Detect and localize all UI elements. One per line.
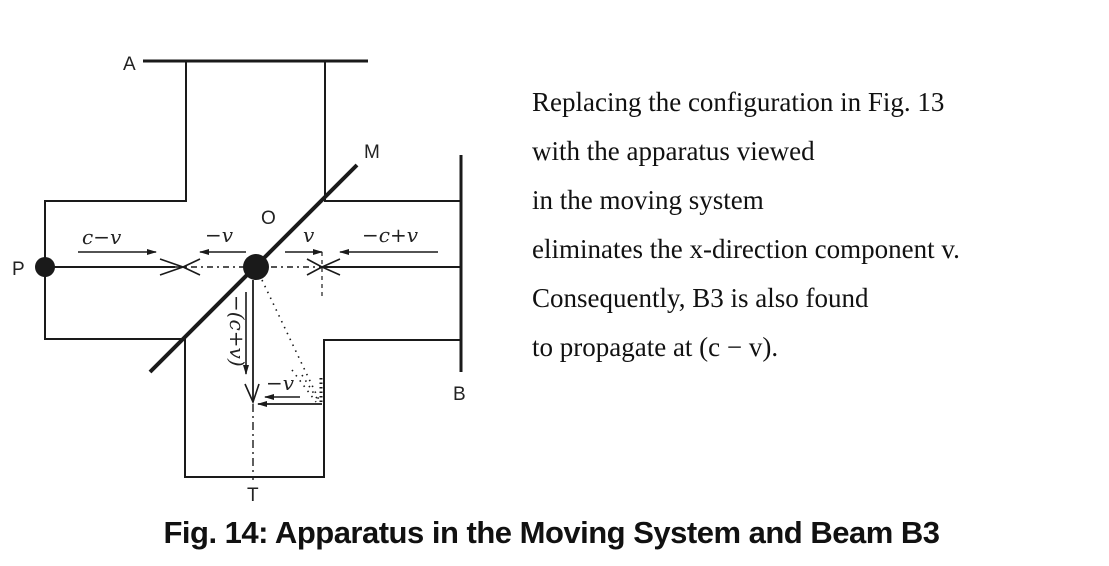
label-a: A bbox=[123, 54, 136, 75]
label-o: O bbox=[261, 208, 276, 229]
dotted-diagonal-path bbox=[261, 279, 321, 403]
label-minus-c-plus-v: −c+v bbox=[362, 223, 419, 247]
description-line: Replacing the configuration in Fig. 13 bbox=[532, 87, 945, 117]
label-t: T bbox=[247, 485, 259, 506]
label-minus-c-plus-v-down: −(c+v) bbox=[225, 295, 249, 367]
label-b: B bbox=[453, 384, 466, 405]
description-line: in the moving system bbox=[532, 185, 764, 215]
label-v-right: v bbox=[303, 223, 315, 247]
chevron-bottom-meet bbox=[244, 383, 260, 405]
point-o-dot bbox=[243, 254, 269, 280]
figure-caption: Fig. 14: Apparatus in the Moving System … bbox=[0, 515, 1109, 551]
label-p: P bbox=[12, 259, 25, 280]
description-text: Replacing the configuration in Fig. 13 w… bbox=[532, 78, 1102, 372]
apparatus-diagram: A M O P B T c−v −v v −c+v −(c+v) −v bbox=[12, 54, 466, 506]
label-minus-v-left: −v bbox=[205, 223, 234, 247]
description-line: to propagate at (c − v). bbox=[532, 332, 779, 362]
description-line: with the apparatus viewed bbox=[532, 136, 815, 166]
source-p-dot bbox=[35, 257, 55, 277]
figure-caption-text: Fig. 14: Apparatus in the Moving System … bbox=[163, 515, 940, 550]
chevron-right-meet bbox=[306, 258, 341, 276]
description-line: eliminates the x-direction component v. bbox=[532, 234, 960, 264]
chevron-left-meet bbox=[159, 258, 201, 276]
label-minus-v-bottom: −v bbox=[266, 371, 295, 395]
label-m: M bbox=[364, 142, 380, 163]
description-line: Consequently, B3 is also found bbox=[532, 283, 869, 313]
label-c-minus-v: c−v bbox=[82, 225, 122, 249]
